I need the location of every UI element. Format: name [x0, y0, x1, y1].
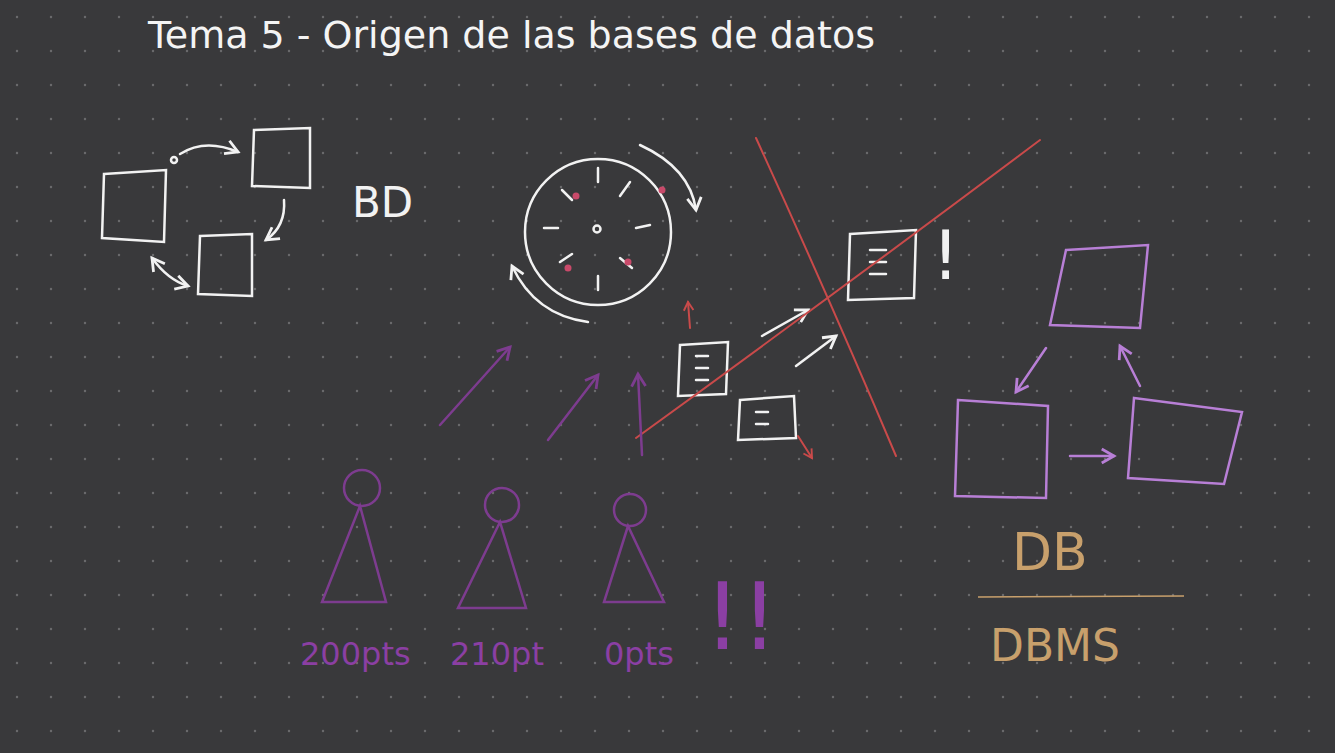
- users-stroke: [458, 522, 526, 608]
- disk-stroke: [640, 145, 696, 210]
- users-stroke: [322, 506, 386, 602]
- disk-stroke: [512, 266, 588, 322]
- users-stroke: [548, 375, 598, 440]
- dbms-boxes-stroke: [1128, 398, 1242, 484]
- title: Tema 5 - Origen de las bases de datos: [148, 16, 875, 54]
- disk-stroke: [620, 182, 630, 196]
- disk-sectors-stroke: [565, 265, 572, 272]
- dbms-label: DBMS: [990, 624, 1120, 668]
- left-boxes-stroke: [266, 200, 284, 240]
- disk-sectors-stroke: [659, 187, 666, 194]
- disk-sectors-stroke: [573, 193, 580, 200]
- users-stroke: [440, 347, 510, 425]
- dbms-boxes-stroke: [1070, 455, 1114, 458]
- store-label: BD: [352, 182, 413, 224]
- dbms-boxes-stroke: [1050, 245, 1148, 328]
- file-documents: [678, 230, 916, 440]
- users-stroke: [485, 488, 519, 522]
- file-documents-stroke: [696, 356, 708, 380]
- warning-mark: !!: [704, 572, 778, 664]
- left-boxes-stroke: [152, 258, 188, 286]
- left-boxes-stroke: [252, 128, 310, 188]
- disk-sectors: [565, 187, 666, 272]
- file-documents-stroke: [870, 250, 886, 274]
- dbms-boxes: [955, 245, 1242, 498]
- disk-stroke: [562, 190, 572, 200]
- left-boxes-stroke: [180, 145, 238, 154]
- disk: [512, 145, 696, 322]
- disk-sectors-stroke: [625, 259, 632, 266]
- dbms-boxes-stroke: [1016, 348, 1046, 392]
- disk-stroke: [597, 276, 600, 290]
- file-documents-stroke: [762, 310, 808, 336]
- users: [322, 347, 664, 608]
- disk-stroke: [594, 226, 601, 233]
- disk-stroke: [525, 159, 671, 305]
- left-boxes-stroke: [171, 157, 177, 163]
- users-stroke: [604, 526, 664, 602]
- score-label: 210pt: [450, 638, 544, 670]
- users-stroke: [344, 470, 380, 506]
- warning-mark: !: [932, 222, 959, 290]
- disk-stroke: [597, 168, 600, 182]
- red-cross-stroke: [798, 436, 812, 458]
- file-documents-stroke: [756, 412, 768, 424]
- score-label: 200pts: [300, 638, 411, 670]
- red-cross: [636, 138, 1040, 458]
- red-cross-stroke: [756, 138, 896, 456]
- file-documents-stroke: [678, 342, 728, 396]
- users-stroke: [614, 494, 646, 526]
- file-documents-stroke: [738, 396, 796, 440]
- score-label: 0pts: [604, 638, 674, 670]
- users-stroke: [638, 374, 642, 455]
- divider-line: [978, 596, 1184, 597]
- disk-stroke: [560, 254, 572, 262]
- red-cross-stroke: [636, 140, 1040, 438]
- dbms-boxes-stroke: [955, 400, 1048, 498]
- dbms-boxes-stroke: [1120, 346, 1140, 386]
- disk-stroke: [544, 227, 558, 230]
- db-label: DB: [1012, 526, 1088, 578]
- file-documents-stroke: [796, 336, 836, 366]
- left-boxes-stroke: [198, 234, 252, 296]
- disk-stroke: [636, 225, 650, 228]
- left-boxes: [102, 128, 310, 296]
- red-cross-stroke: [688, 302, 690, 328]
- disk-stroke: [620, 258, 632, 268]
- left-boxes-stroke: [102, 170, 166, 242]
